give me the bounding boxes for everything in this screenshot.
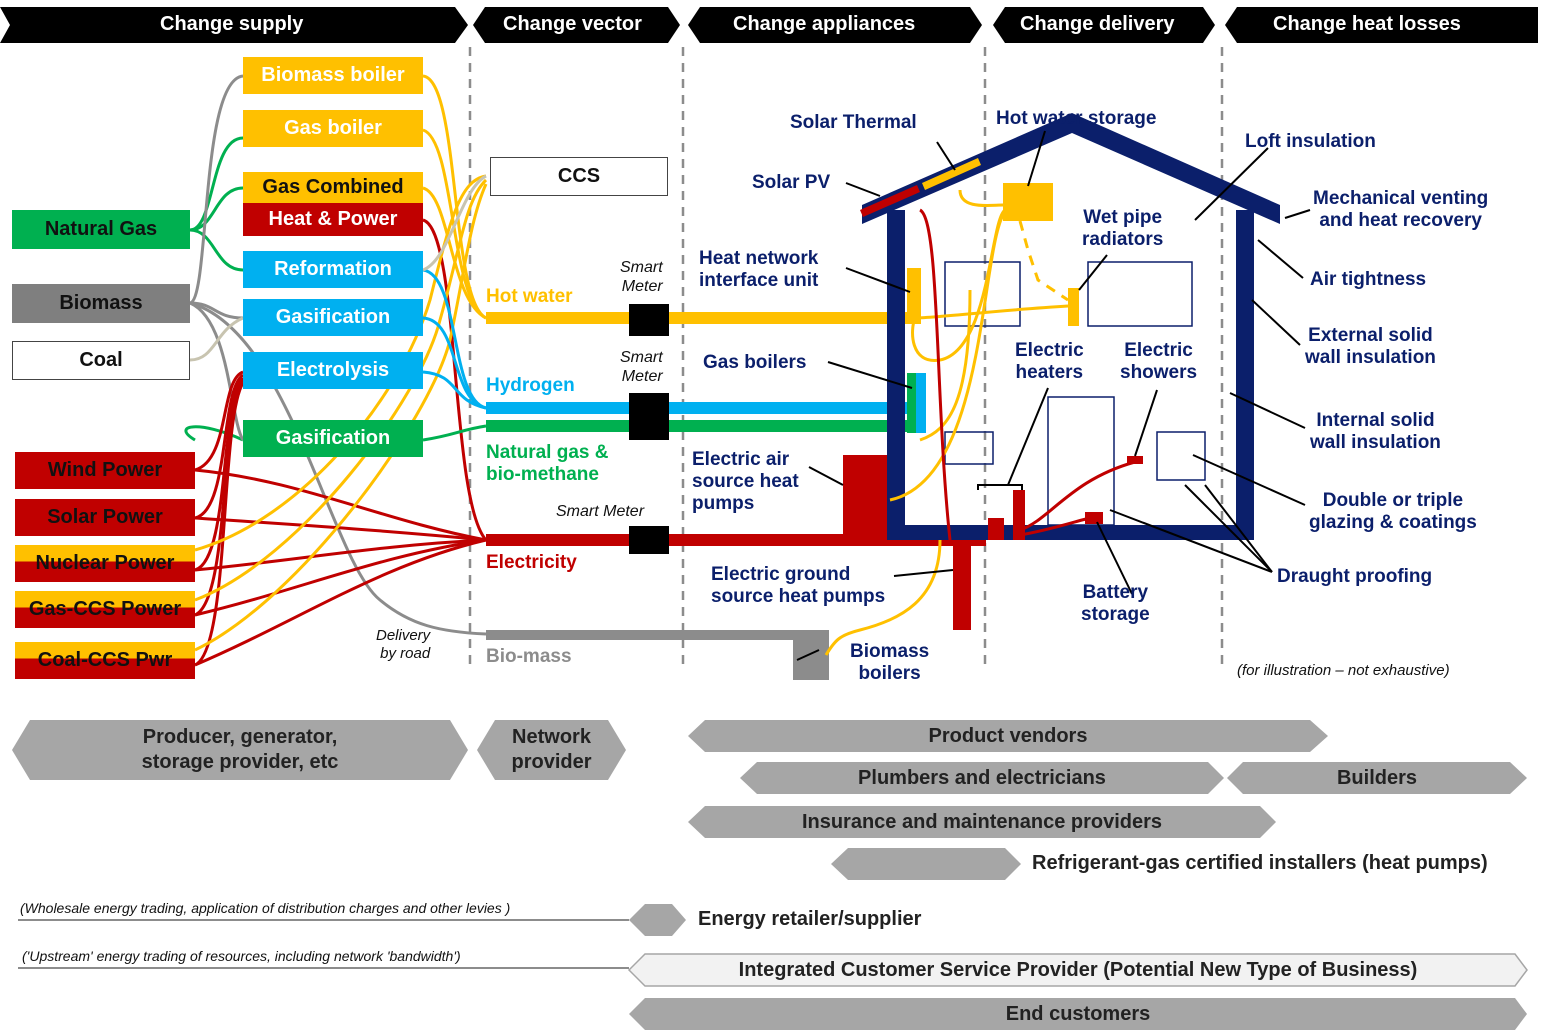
label-air-source: Electric air source heat pumps xyxy=(692,449,799,514)
header-chevrons xyxy=(0,7,1538,43)
vector-natural-gas: Natural gas & bio-methane xyxy=(486,442,609,485)
note-wholesale: (Wholesale energy trading, application o… xyxy=(20,900,511,916)
smart-meter-label-2: Smart Meter xyxy=(620,349,663,386)
smart-meter-label-3: Smart Meter xyxy=(556,503,645,520)
label-loft-insulation: Loft insulation xyxy=(1245,131,1376,152)
vector-hot-water: Hot water xyxy=(486,286,573,307)
radiator-unit xyxy=(1068,288,1079,326)
ground-source-heat-pump xyxy=(953,540,971,630)
supply-connectors xyxy=(184,74,488,667)
actor-end-customers: End customers xyxy=(1005,1002,1151,1025)
smart-meter-label-1: Smart Meter xyxy=(620,259,663,296)
header-change-supply: Change supply xyxy=(160,13,304,35)
actor-insurance: Insurance and maintenance providers xyxy=(801,810,1163,833)
note-lines xyxy=(18,919,629,969)
header-change-vector: Change vector xyxy=(503,13,642,35)
label-internal-wall: Internal solid wall insulation xyxy=(1310,410,1441,453)
bar-vendors xyxy=(688,720,1328,752)
note-upstream: ('Upstream' energy trading of resources,… xyxy=(22,948,461,964)
column-dividers xyxy=(468,47,1224,665)
actor-bars xyxy=(12,720,1528,1030)
conv-gas-boiler: Gas boiler xyxy=(243,110,423,147)
label-ground-source: Electric ground source heat pumps xyxy=(711,564,886,607)
header-chevron-supply xyxy=(0,7,468,43)
bar-insurance xyxy=(688,806,1276,838)
delivery-by-road-note: Delivery by road xyxy=(376,627,431,662)
header-change-heat-losses: Change heat losses xyxy=(1273,13,1461,35)
ccs-box: CCS xyxy=(490,157,668,196)
actor-network: Network provider xyxy=(511,726,592,773)
gas-boiler-unit-blue xyxy=(916,373,926,433)
vector-biomass: Bio-mass xyxy=(486,646,572,667)
label-electric-showers: Electric showers xyxy=(1120,340,1198,383)
solar-pv-panel xyxy=(860,185,920,217)
label-battery: Battery storage xyxy=(1081,582,1150,625)
conv-gasification-hydrogen: Gasification xyxy=(243,299,423,336)
vector-electricity: Electricity xyxy=(486,552,577,573)
actor-producer: Producer, generator, storage provider, e… xyxy=(141,726,339,773)
source-biomass: Biomass xyxy=(12,284,190,323)
leader-lines xyxy=(796,130,1311,661)
conv-gasification-methane: Gasification xyxy=(243,420,423,457)
smart-meter-boxes xyxy=(629,304,669,554)
hot-water-tank xyxy=(1003,183,1053,221)
conv-gas-combined: Gas Combined xyxy=(243,172,423,203)
header-change-appliances: Change appliances xyxy=(733,13,916,35)
header-chevron-appliances xyxy=(688,7,982,43)
bar-refrigerant xyxy=(831,848,1021,880)
source-natural-gas: Natural Gas xyxy=(12,210,190,249)
label-glazing: Double or triple glazing & coatings xyxy=(1309,490,1477,533)
label-air-tightness: Air tightness xyxy=(1310,269,1427,290)
actor-plumbers: Plumbers and electricians xyxy=(858,766,1106,789)
header-chevron-delivery xyxy=(993,7,1215,43)
label-solar-pv: Solar PV xyxy=(752,172,831,193)
bar-retailer xyxy=(629,904,686,936)
label-hot-water-storage: Hot water storage xyxy=(996,108,1157,129)
label-solar-thermal: Solar Thermal xyxy=(790,112,917,133)
label-external-wall: External solid wall insulation xyxy=(1305,325,1436,368)
power-solar: Solar Power xyxy=(15,499,195,536)
vector-pipes xyxy=(486,312,986,680)
house-outline xyxy=(862,113,1280,540)
vector-hydrogen: Hydrogen xyxy=(486,375,575,396)
header-change-delivery: Change delivery xyxy=(1020,13,1175,35)
conv-reformation: Reformation xyxy=(243,251,423,288)
bar-integrated xyxy=(627,953,1528,987)
actor-builders: Builders xyxy=(1336,766,1418,789)
actor-retailer: Energy retailer/supplier xyxy=(698,908,922,930)
label-gas-boilers: Gas boilers xyxy=(703,352,807,373)
actor-integrated-provider: Integrated Customer Service Provider (Po… xyxy=(738,958,1418,981)
actor-product-vendors: Product vendors xyxy=(928,724,1088,747)
actor-refrigerant: Refrigerant-gas certified installers (he… xyxy=(1032,852,1488,874)
bar-builders xyxy=(1227,762,1527,794)
header-chevron-losses xyxy=(1225,7,1538,43)
power-gas-ccs: Gas-CCS Power xyxy=(15,591,195,628)
power-coal-ccs: Coal-CCS Pwr xyxy=(15,642,195,679)
label-wet-pipe: Wet pipe radiators xyxy=(1082,207,1164,250)
bar-producer xyxy=(12,720,468,780)
solar-thermal-panel xyxy=(922,158,981,190)
conv-electrolysis: Electrolysis xyxy=(243,352,423,389)
power-nuclear: Nuclear Power xyxy=(15,545,195,582)
electric-appliances xyxy=(843,455,1143,630)
air-source-heat-pump xyxy=(843,455,887,545)
bar-plumbers xyxy=(740,762,1224,794)
power-wind: Wind Power xyxy=(15,452,195,489)
label-draught-proofing: Draught proofing xyxy=(1277,566,1433,587)
source-coal: Coal xyxy=(12,341,190,380)
heat-network-unit xyxy=(907,268,921,324)
bar-customers xyxy=(629,998,1527,1030)
label-electric-heaters: Electric heaters xyxy=(1015,340,1084,383)
header-chevron-vector xyxy=(473,7,680,43)
label-heat-network: Heat network interface unit xyxy=(699,248,819,291)
conv-heat-power: Heat & Power xyxy=(243,203,423,236)
label-biomass-boilers: Biomass boilers xyxy=(850,641,930,684)
gas-boiler-unit-green xyxy=(907,373,917,433)
illustration-note: (for illustration – not exhaustive) xyxy=(1237,662,1450,679)
conv-biomass-boiler: Biomass boiler xyxy=(243,57,423,94)
bar-network xyxy=(477,720,626,780)
label-mechanical-venting: Mechanical venting and heat recovery xyxy=(1313,188,1489,231)
